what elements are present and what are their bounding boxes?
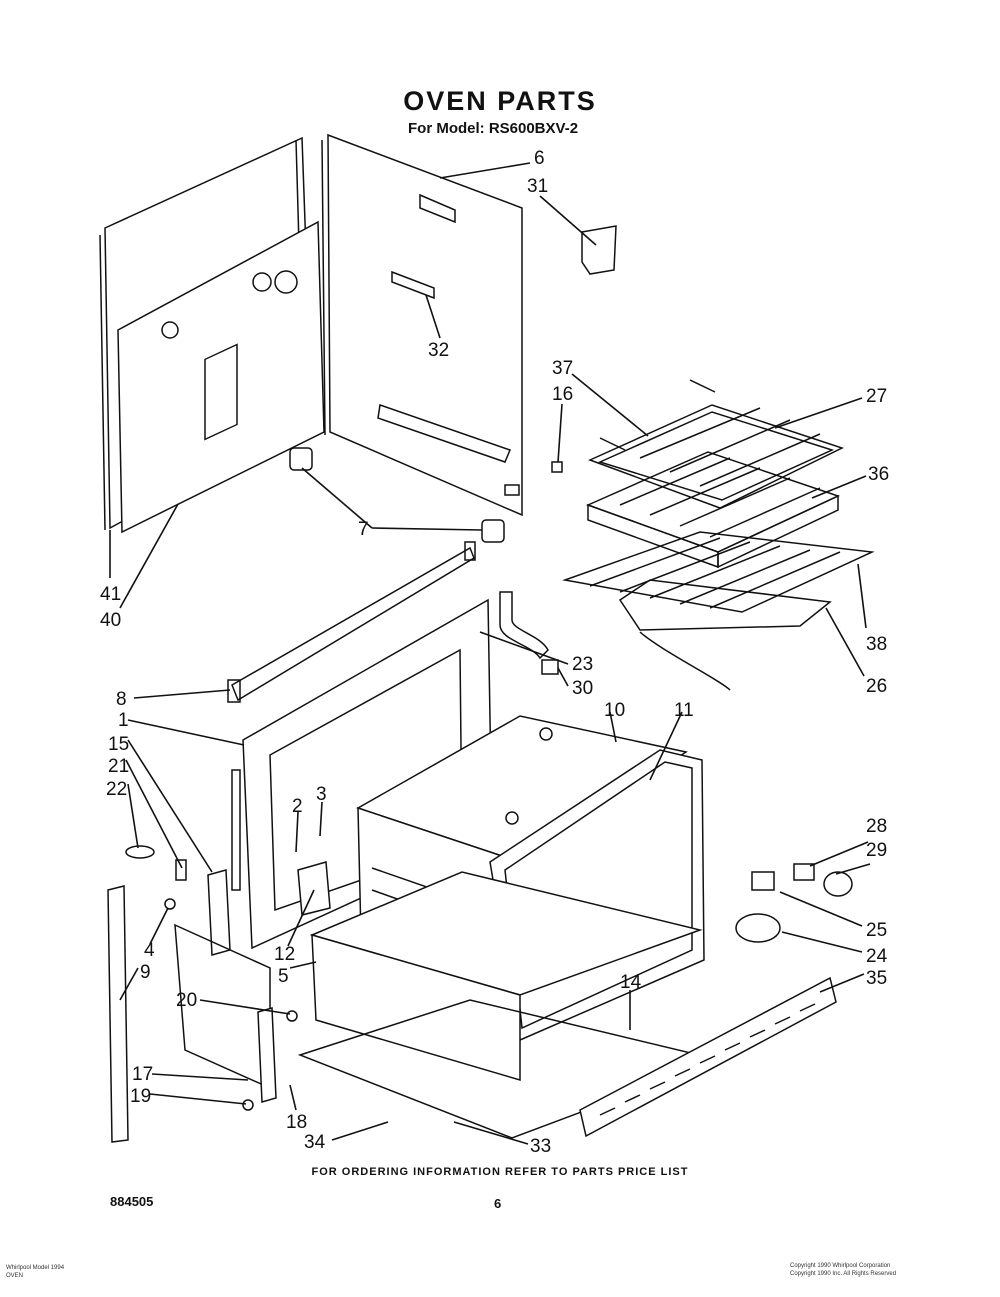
oven-light-parts	[735, 863, 853, 943]
clip-16	[551, 461, 563, 473]
callout-4: 4	[144, 940, 155, 961]
broil-element-27	[588, 379, 844, 509]
callout-18: 18	[286, 1112, 307, 1133]
callout-5: 5	[278, 966, 289, 987]
callout-33: 33	[530, 1136, 551, 1157]
callout-27: 27	[866, 386, 887, 407]
callout-25: 25	[866, 920, 887, 941]
callout-23: 23	[572, 654, 593, 675]
page-title: OVEN PARTS	[403, 86, 597, 116]
callout-37: 37	[552, 358, 573, 379]
insulation-block-7a	[289, 447, 313, 471]
page-number: 6	[494, 1196, 502, 1211]
top-trim-8	[227, 541, 476, 703]
rear-panel-40	[117, 220, 325, 534]
callout-14: 14	[620, 972, 642, 993]
callout-15: 15	[108, 734, 129, 755]
insulation-block-7b	[481, 519, 505, 543]
callout-22: 22	[106, 779, 127, 800]
callout-7: 7	[358, 519, 369, 540]
callout-28: 28	[866, 816, 887, 837]
callout-2: 2	[292, 796, 303, 817]
callout-19: 19	[130, 1086, 151, 1107]
callout-labels: 6 31 32 37 16 27 36 7 41 40 38 23 26 8 3…	[100, 148, 889, 1157]
callout-6: 6	[534, 148, 545, 169]
callout-1: 1	[118, 710, 129, 731]
callout-11: 11	[674, 700, 694, 721]
callout-38: 38	[866, 634, 887, 655]
ordering-note: FOR ORDERING INFORMATION REFER TO PARTS …	[311, 1166, 689, 1178]
kick-panel-35	[579, 976, 837, 1138]
footer-right-line-2: Copyright 1990 Inc. All Rights Reserved	[790, 1271, 897, 1277]
model-line: For Model: RS600BXV-2	[408, 120, 579, 137]
callout-35: 35	[866, 968, 887, 989]
callout-36: 36	[868, 464, 889, 485]
vent-tube-23	[499, 591, 549, 660]
callout-16: 16	[552, 384, 573, 405]
callout-20: 20	[176, 990, 197, 1011]
callout-32: 32	[428, 340, 449, 361]
callout-41: 41	[100, 584, 121, 605]
bake-element-26	[618, 579, 832, 691]
callout-17: 17	[132, 1064, 153, 1085]
callout-10: 10	[604, 700, 625, 721]
footer-left-line-1: Whirlpool Model 1994	[6, 1265, 65, 1271]
callout-9: 9	[140, 962, 151, 983]
broiler-pan-36	[585, 451, 841, 569]
leader-lines	[109, 162, 871, 1145]
oven-rack-38	[562, 531, 875, 613]
callout-26: 26	[866, 676, 887, 697]
bracket-31	[581, 225, 617, 275]
oven-bottom-5	[309, 871, 703, 1082]
callout-29: 29	[866, 840, 887, 861]
callout-3: 3	[316, 784, 327, 805]
callout-21: 21	[108, 756, 129, 777]
callout-8: 8	[116, 689, 127, 710]
footer-left: Whirlpool Model 1994 OVEN	[6, 1264, 64, 1280]
document-number: 884505	[110, 1194, 154, 1209]
vent-nut-30	[541, 659, 559, 675]
footer-right: Copyright 1990 Whirlpool Corporation Cop…	[790, 1262, 896, 1278]
callout-12: 12	[274, 944, 295, 965]
callout-34: 34	[304, 1132, 326, 1153]
oven-back-panel-6	[321, 133, 523, 517]
callout-24: 24	[866, 946, 888, 967]
footer-right-line-1: Copyright 1990 Whirlpool Corporation	[790, 1263, 891, 1269]
footer-left-line-2: OVEN	[6, 1273, 24, 1279]
hinge-assembly	[107, 845, 331, 1143]
callout-31: 31	[527, 176, 548, 197]
callout-40: 40	[100, 610, 121, 631]
callout-30: 30	[572, 678, 593, 699]
